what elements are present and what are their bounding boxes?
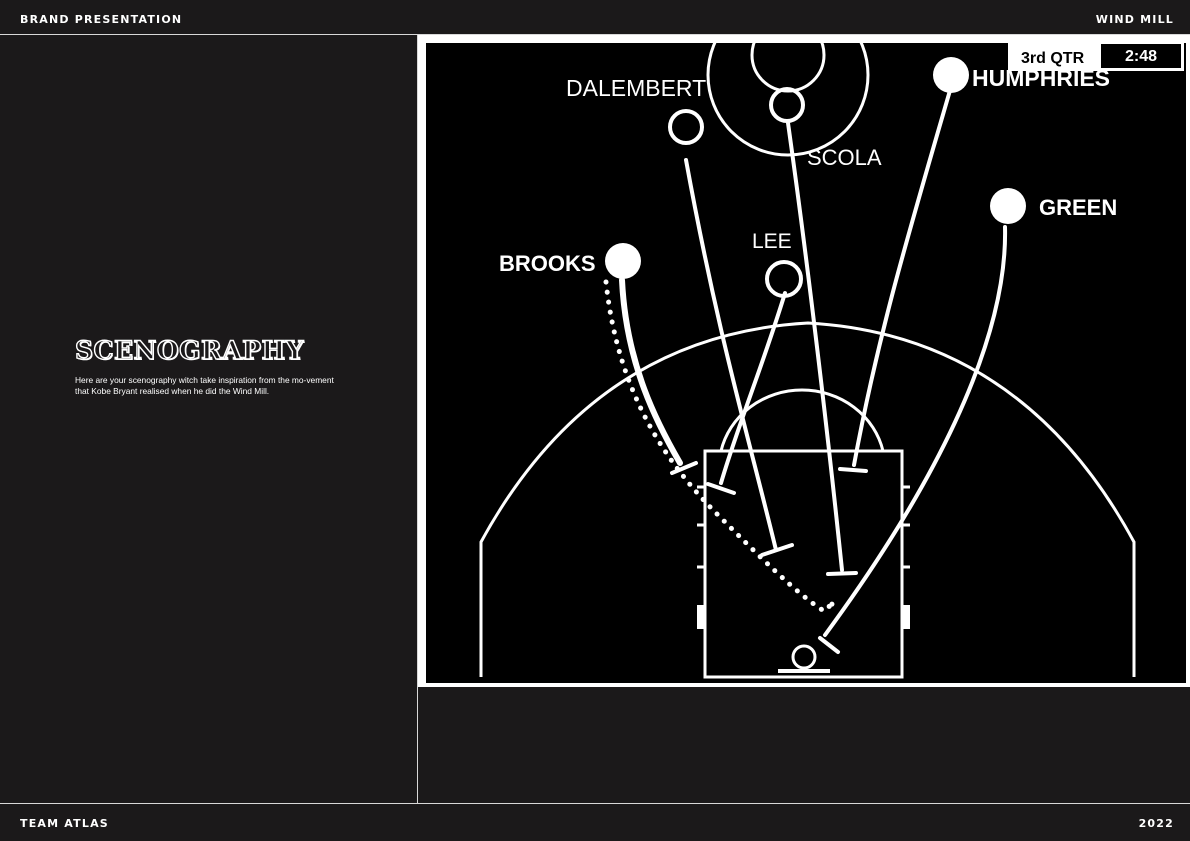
label-lee: LEE bbox=[752, 230, 792, 253]
screen-lee bbox=[706, 482, 736, 495]
label-scola: SCOLA bbox=[807, 145, 882, 170]
block-marks bbox=[697, 605, 910, 629]
path-lee bbox=[719, 291, 787, 485]
path-dalembert bbox=[684, 158, 778, 552]
label-green: GREEN bbox=[1039, 195, 1117, 220]
section-description: Here are your scenography witch take ins… bbox=[75, 375, 334, 396]
header-wind-mill: WIND MILL bbox=[1095, 13, 1174, 26]
top-divider bbox=[0, 34, 1190, 35]
screen-humphries bbox=[838, 467, 868, 473]
hoop bbox=[791, 644, 817, 670]
court-diagram-image: DALEMBERT SCOLA HUMPHRIES GREEN LEE BROO… bbox=[418, 35, 1190, 687]
clock-box bbox=[1101, 44, 1181, 68]
game-clock: 2:48 bbox=[1125, 48, 1157, 65]
marker-dalembert bbox=[668, 109, 704, 145]
court-diagram: DALEMBERT SCOLA HUMPHRIES GREEN LEE BROO… bbox=[426, 35, 1186, 683]
court-floor bbox=[426, 43, 1186, 683]
footer-year: 2022 bbox=[1138, 817, 1174, 830]
path-green bbox=[823, 225, 1008, 637]
marker-brooks bbox=[605, 243, 641, 279]
footer-team-atlas: TEAM ATLAS bbox=[20, 817, 109, 830]
center-circle bbox=[706, 35, 870, 157]
quarter-label: 3rd QTR bbox=[1021, 50, 1085, 67]
path-scola bbox=[786, 121, 844, 572]
screen-green bbox=[818, 636, 840, 654]
lane-hash-marks bbox=[697, 485, 910, 569]
marker-scola bbox=[769, 87, 805, 123]
bottom-divider bbox=[0, 803, 1190, 804]
marker-lee bbox=[765, 260, 803, 298]
marker-green bbox=[990, 188, 1026, 224]
screen-brooks bbox=[670, 461, 698, 475]
player-markers bbox=[605, 57, 1026, 298]
player-paths bbox=[619, 85, 1008, 654]
court-lines bbox=[479, 35, 1136, 679]
scoreboard: 3rd QTR 2:48 bbox=[1008, 41, 1184, 71]
ball-dribble-path bbox=[603, 279, 837, 615]
label-brooks: BROOKS bbox=[499, 251, 596, 276]
header-brand-presentation: BRAND PRESENTATION bbox=[20, 13, 183, 26]
section-title: SCENOGRAPHY bbox=[74, 335, 304, 365]
path-brooks bbox=[619, 277, 683, 466]
three-point-line bbox=[479, 321, 1136, 677]
vertical-divider bbox=[417, 35, 418, 803]
screen-dalembert bbox=[760, 543, 794, 557]
label-dalembert: DALEMBERT bbox=[566, 75, 706, 101]
path-humphries bbox=[852, 85, 953, 467]
marker-humphries bbox=[933, 57, 969, 93]
screen-scola bbox=[826, 571, 858, 576]
free-throw-arc bbox=[719, 388, 885, 452]
paint-lane bbox=[703, 449, 904, 679]
